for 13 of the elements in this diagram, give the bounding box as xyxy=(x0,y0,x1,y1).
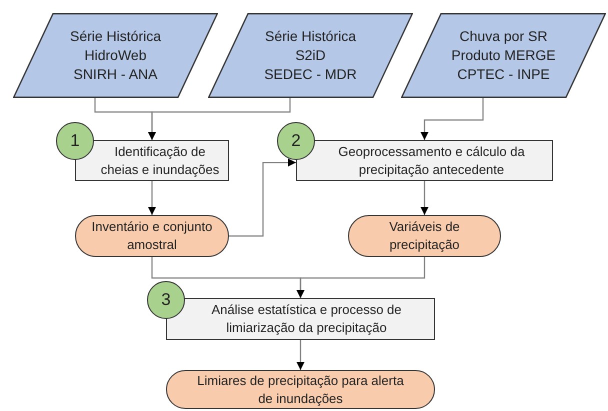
connector-arrow xyxy=(296,257,426,298)
output-terminal: Limiares de precipitação para alerta de inundações xyxy=(166,370,435,409)
connector-arrow xyxy=(420,98,484,140)
data-parallelogram: Chuva por SR Produto MERGE CPTEC - INPE xyxy=(401,13,606,98)
data-parallelogram: Série Histórica HidroWeb SNIRH - ANA xyxy=(13,13,218,98)
output-terminal: Variáveis de precipitação xyxy=(348,215,501,257)
connector-arrow xyxy=(148,181,156,215)
data-parallelogram: Série Histórica S2iD SEDEC - MDR xyxy=(208,13,413,98)
connector-arrow xyxy=(229,158,296,237)
connector-arrow xyxy=(148,98,291,140)
output-terminal: Inventário e conjunto amostral xyxy=(75,215,229,257)
connector-arrow xyxy=(296,340,304,370)
connector-arrow xyxy=(420,181,428,215)
